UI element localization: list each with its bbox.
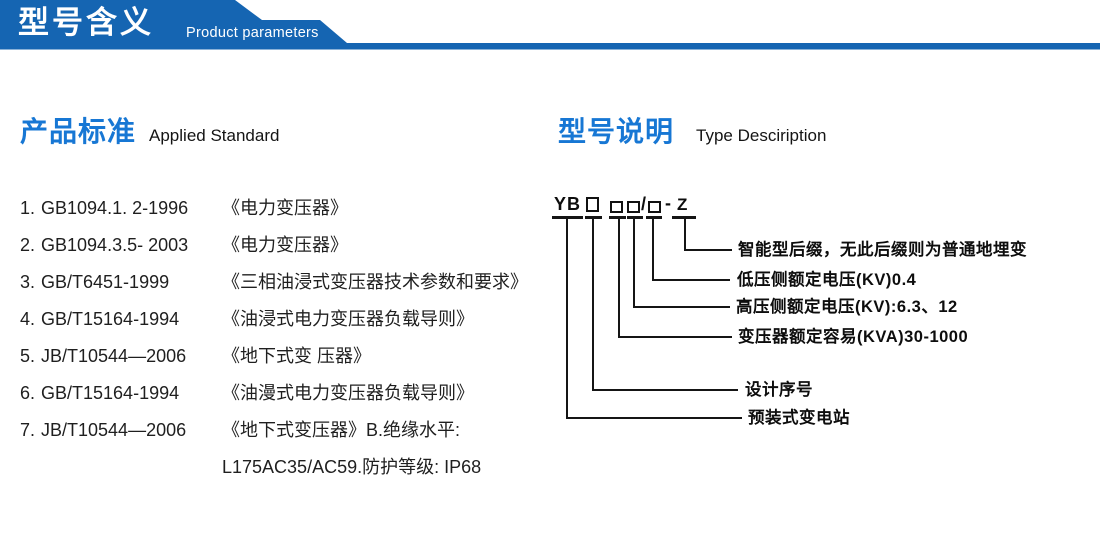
standard-code: GB1094.1. 2-1996 (41, 198, 189, 218)
standard-title: 《地下式变压器》B.绝缘水平: (222, 420, 461, 440)
placeholder-box (627, 201, 640, 213)
label-rated-capacity: 变压器额定容易(KVA)30-1000 (738, 328, 969, 346)
list-item: 2.GB1094.3.5- 2003 《电力变压器》 (20, 227, 550, 264)
page-subtitle: Product parameters (186, 25, 319, 41)
list-item: L175AC35/AC59.防护等级: IP68 (20, 449, 550, 486)
label-design-serial: 设计序号 (745, 381, 813, 399)
list-item: 6.GB/T15164-1994 《油漫式电力变压器负载导则》 (20, 375, 550, 412)
type-description-heading-en: Type Desciription (696, 126, 827, 145)
underline-tick (552, 216, 583, 219)
type-description-heading: 型号说明 Type Desciription (558, 110, 826, 150)
placeholder-box (648, 201, 661, 213)
item-number: 5. (20, 346, 36, 366)
label-high-voltage: 高压侧额定电压(KV):6.3、12 (736, 298, 958, 316)
standard-title: 《电力变压器》 (222, 235, 348, 255)
model-code-dash: - (665, 193, 671, 213)
item-number: 1. (20, 198, 36, 218)
model-code-slash: / (641, 194, 647, 214)
item-number: 3. (20, 272, 36, 292)
banner-shape (0, 0, 1100, 50)
standard-title: 《油漫式电力变压器负载导则》 (222, 383, 474, 403)
model-code-suffix: Z (677, 195, 688, 214)
standard-code: GB/T6451-1999 (41, 272, 170, 292)
applied-standard-heading-en: Applied Standard (149, 126, 280, 145)
standard-code: GB1094.3.5- 2003 (41, 235, 189, 255)
standard-code: GB/T15164-1994 (41, 383, 180, 403)
standard-title: 《三相油浸式变压器技术参数和要求》 (222, 272, 528, 292)
placeholder-box (586, 197, 599, 212)
list-item: 5.JB/T10544—2006 《地下式变 压器》 (20, 338, 550, 375)
label-prefab-substation: 预装式变电站 (748, 409, 850, 427)
standard-title: 《地下式变 压器》 (222, 346, 372, 366)
list-item: 1.GB1094.1. 2-1996 《电力变压器》 (20, 190, 550, 227)
type-description-heading-cn: 型号说明 (558, 116, 675, 147)
applied-standard-heading: 产品标准 Applied Standard (20, 110, 279, 150)
diagram-connector-lines (566, 218, 742, 419)
standard-title: 《电力变压器》 (222, 198, 348, 218)
item-number: 7. (20, 420, 36, 440)
model-code-diagram: YB / - Z 智能型后缀，无此后缀则为普通地埋变 低压侧额定电压(KV)0.… (540, 185, 1100, 460)
standards-list: 1.GB1094.1. 2-1996 《电力变压器》 2.GB1094.3.5-… (20, 190, 550, 486)
underline-tick (609, 216, 626, 219)
underline-tick (585, 216, 602, 219)
applied-standard-heading-cn: 产品标准 (20, 116, 137, 147)
underline-tick (627, 216, 643, 219)
list-item: 3.GB/T6451-1999 《三相油浸式变压器技术参数和要求》 (20, 264, 550, 301)
placeholder-box (610, 201, 623, 213)
list-item: 7.JB/T10544—2006 《地下式变压器》B.绝缘水平: (20, 412, 550, 449)
underline-tick (646, 216, 662, 219)
standard-code: JB/T10544—2006 (41, 420, 187, 440)
model-code-prefix: YB (554, 194, 582, 214)
label-low-voltage: 低压侧额定电压(KV)0.4 (737, 271, 917, 289)
page-title: 型号含义 (18, 5, 154, 40)
standard-title: 《油浸式电力变压器负载导则》 (222, 309, 474, 329)
standard-title-continuation: L175AC35/AC59.防护等级: IP68 (222, 457, 482, 477)
list-item: 4.GB/T15164-1994 《油浸式电力变压器负载导则》 (20, 301, 550, 338)
label-smart-suffix: 智能型后缀，无此后缀则为普通地埋变 (738, 241, 1027, 259)
standard-code: JB/T10544—2006 (41, 346, 187, 366)
item-number: 6. (20, 383, 36, 403)
standard-code: GB/T15164-1994 (41, 309, 180, 329)
item-number: 2. (20, 235, 36, 255)
underline-tick (672, 216, 696, 219)
item-number: 4. (20, 309, 36, 329)
